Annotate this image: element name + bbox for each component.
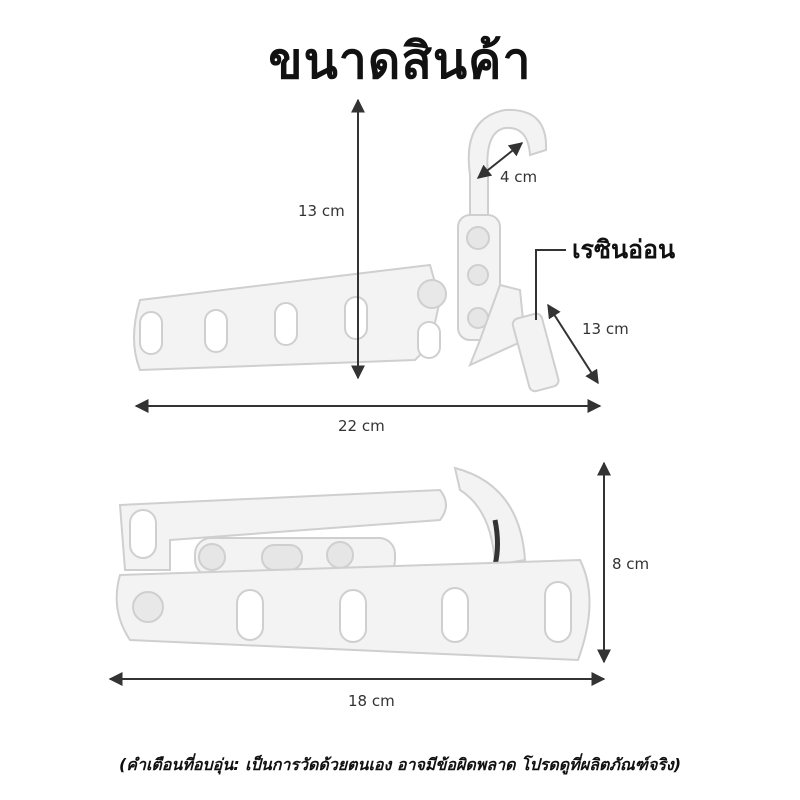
height-label-top: 13 cm [298,202,345,220]
material-label: เรซินอ่อน [572,235,676,264]
hanger-folded-view [115,466,591,662]
height-label-bottom: 8 cm [612,555,650,573]
page-title: ขนาดสินค้า [268,32,532,90]
width-label-bottom: 18 cm [348,692,395,710]
width-label-top: 22 cm [338,417,385,435]
disclaimer-text: (คำเตือนที่อบอุ่น: เป็นการวัดด้วยตนเอง อ… [118,755,682,774]
hanger-open-view [133,108,560,393]
hook-width-label: 4 cm [500,168,538,186]
depth-label: 13 cm [582,320,629,338]
